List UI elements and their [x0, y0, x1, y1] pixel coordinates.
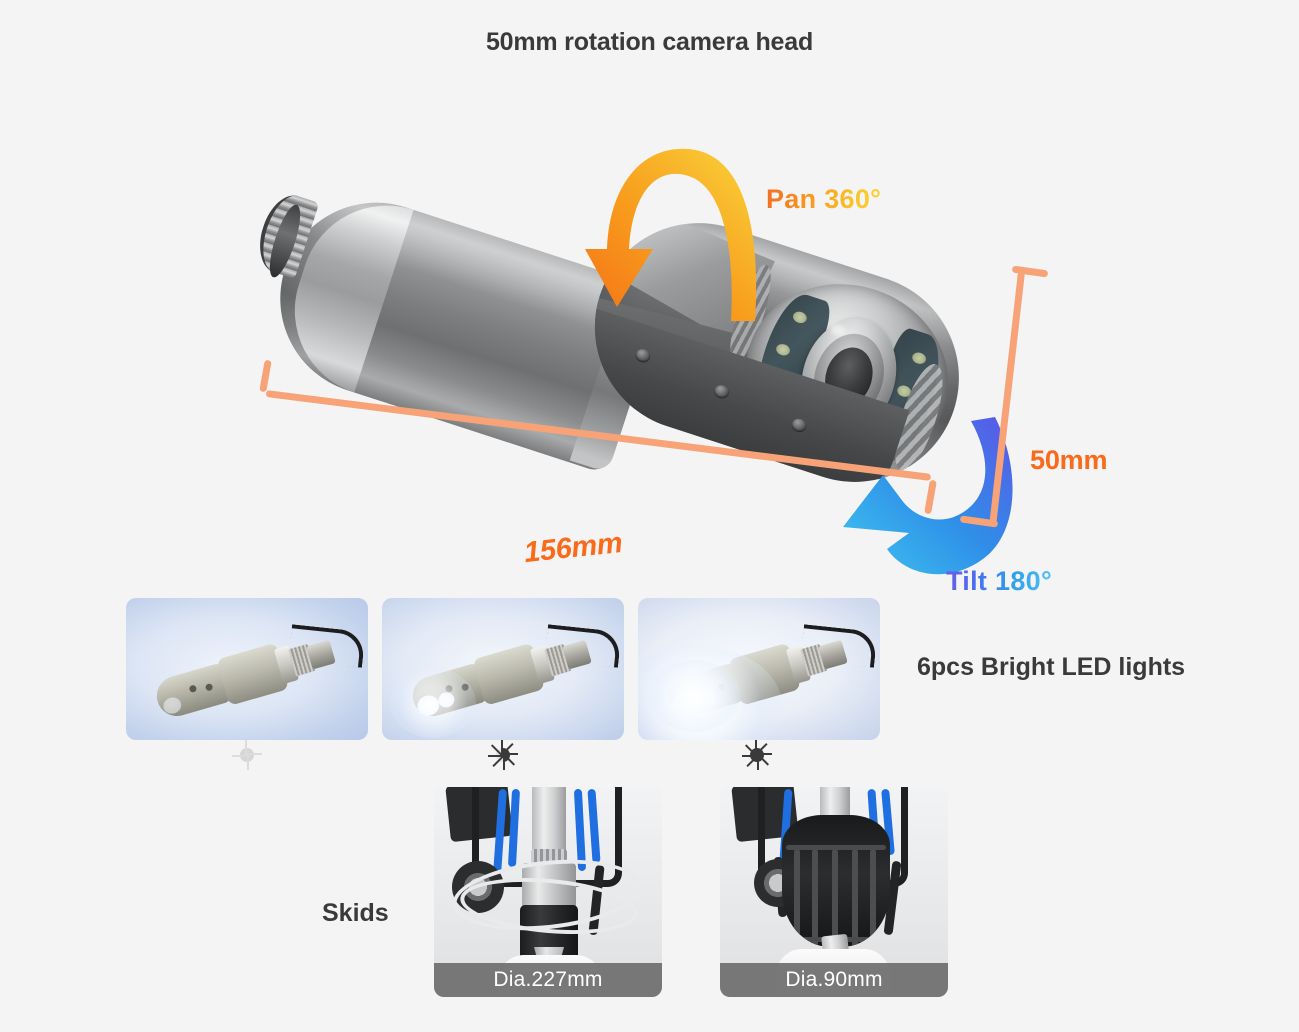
led-thumbnail-off[interactable]	[126, 598, 368, 740]
head-screw	[789, 416, 809, 434]
brightness-full-icon	[740, 738, 774, 772]
led-dot	[774, 342, 792, 358]
cage-rib	[870, 849, 876, 947]
tilt-label: Tilt 180°	[946, 566, 1053, 596]
pan-label: Pan 360°	[766, 184, 882, 214]
cage-rib	[852, 849, 858, 947]
cage-rib	[832, 849, 838, 947]
hero-product-section: Pan 360° Tilt 180° 156mm 50mm	[0, 80, 1299, 596]
skid-caption-227: Dia.227mm	[434, 963, 662, 997]
led-thumbnails-row: 6pcs Bright LED lights	[0, 598, 1299, 773]
tilt-rotation-arrow-icon	[843, 417, 1013, 575]
cage-rib	[812, 849, 818, 947]
dimension-diameter-label: 50mm	[1030, 445, 1108, 475]
head-screw	[712, 383, 731, 401]
skids-label: Skids	[322, 899, 389, 927]
cage-hoop	[786, 845, 886, 850]
pan-rotation-arrow-icon	[585, 148, 757, 321]
skid-photo-227[interactable]: Dia.227mm	[434, 787, 662, 997]
led-thumbnail-bright[interactable]	[638, 598, 880, 740]
brightness-half-icon	[486, 738, 520, 772]
brightness-off-icon	[230, 738, 264, 772]
page-title: 50mm rotation camera head	[485, 28, 814, 56]
led-thumbnail-medium[interactable]	[382, 598, 624, 740]
mini-port	[204, 682, 214, 692]
led-dot	[910, 350, 928, 366]
cage-rib	[794, 849, 800, 947]
led-dot	[791, 309, 809, 325]
camera-head-image	[250, 135, 1015, 575]
skid-cage	[782, 815, 890, 947]
head-screw	[633, 347, 652, 365]
skid-photo-90[interactable]: Dia.90mm	[720, 787, 948, 997]
reel-wheel	[452, 861, 504, 913]
mini-port	[460, 682, 470, 692]
skid-rod	[532, 787, 566, 859]
led-caption: 6pcs Bright LED lights	[917, 653, 1186, 681]
skid-caption-90: Dia.90mm	[720, 963, 948, 997]
mini-port	[716, 682, 726, 692]
skid-knurl-band	[531, 849, 567, 867]
dimension-length-label: 156mm	[522, 526, 624, 570]
mini-port	[188, 684, 198, 694]
